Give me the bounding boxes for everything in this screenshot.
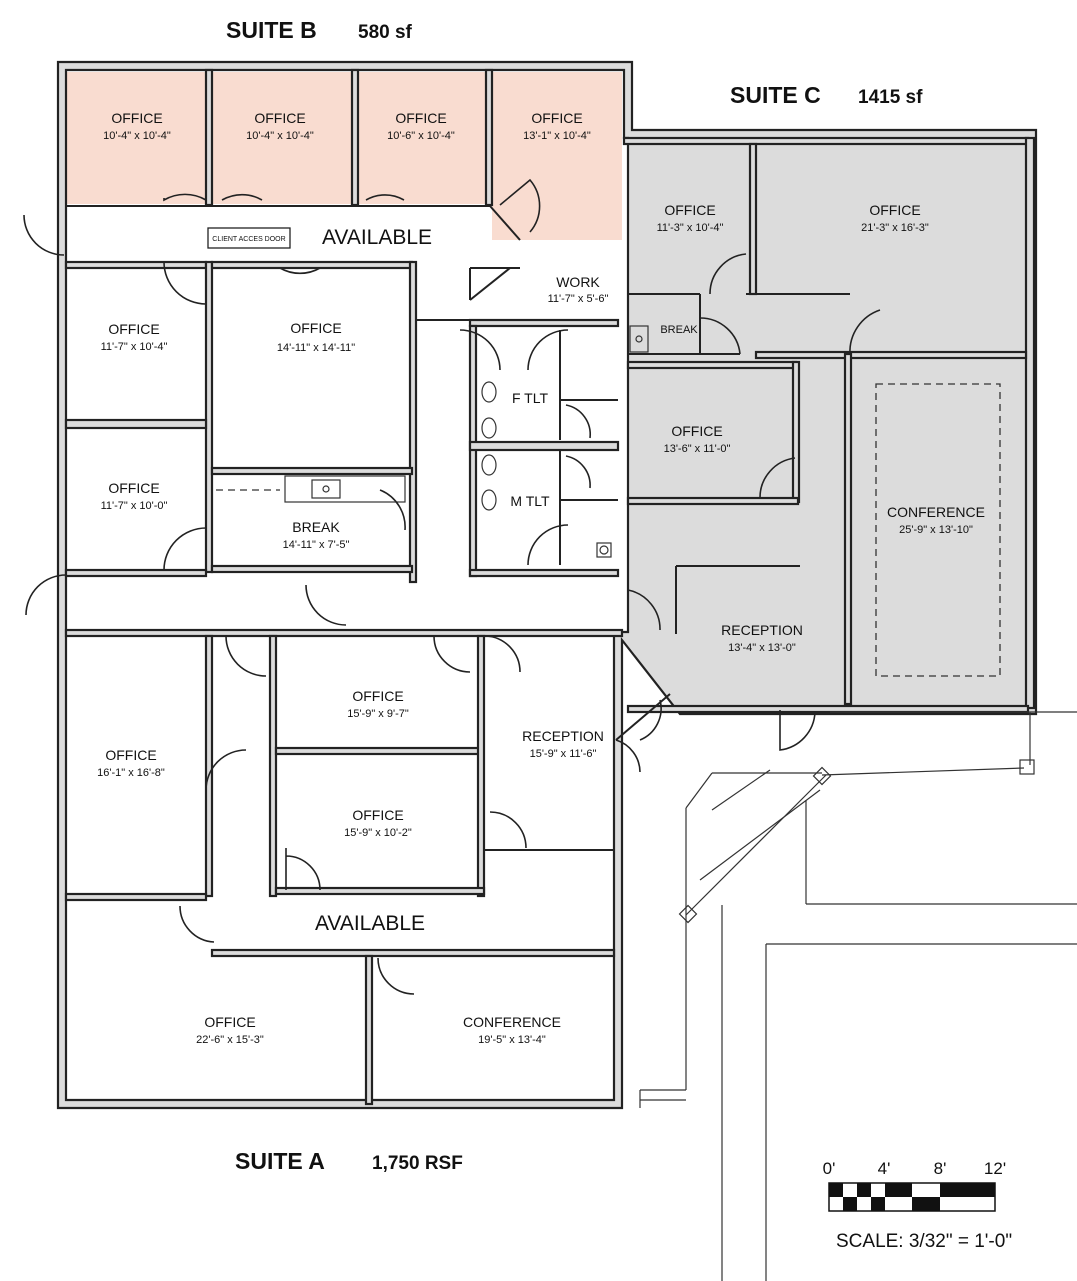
scale-tick-label: 0' bbox=[823, 1159, 836, 1178]
room-name: OFFICE bbox=[254, 110, 305, 126]
scale-bar: 0' 4' 8' 12' SCALE: 3/32" = 1'-0" bbox=[823, 1159, 1012, 1252]
suite-a-area: 1,750 RSF bbox=[372, 1153, 463, 1174]
room-dim: 16'-1" x 16'-8" bbox=[97, 767, 165, 779]
room-dim: 21'-3" x 16'-3" bbox=[861, 222, 929, 234]
suite-b-walls bbox=[66, 68, 541, 241]
suite-c-walls bbox=[626, 142, 1028, 751]
room-dim: 10'-4" x 10'-4" bbox=[246, 130, 314, 142]
room-name: OFFICE bbox=[204, 1014, 255, 1030]
room-dim: 25'-9" x 13'-10" bbox=[899, 524, 973, 536]
suite-c-title: SUITE C bbox=[730, 82, 821, 108]
room-dim: 14'-11" x 14'-11" bbox=[277, 342, 355, 354]
room-name: OFFICE bbox=[108, 480, 159, 496]
room-labels: OFFICE 10'-4" x 10'-4" OFFICE 10'-4" x 1… bbox=[97, 110, 985, 1046]
room-dim: 13'-6" x 11'-0" bbox=[664, 443, 731, 455]
break-c-label: BREAK bbox=[660, 324, 698, 336]
room-name: OFFICE bbox=[671, 423, 722, 439]
room-name: OFFICE bbox=[664, 202, 715, 218]
middle-walls bbox=[23, 214, 620, 626]
available-label-top: AVAILABLE bbox=[322, 226, 432, 249]
room-dim: 15'-9" x 10'-2" bbox=[344, 827, 412, 839]
room-name: OFFICE bbox=[869, 202, 920, 218]
room-name: OFFICE bbox=[290, 320, 341, 336]
room-name: OFFICE bbox=[352, 688, 403, 704]
work-dim: 11'-7" x 5'-6" bbox=[548, 293, 609, 305]
room-dim: 10'-4" x 10'-4" bbox=[103, 130, 171, 142]
suite-b-title: SUITE B bbox=[226, 17, 317, 43]
room-name: OFFICE bbox=[531, 110, 582, 126]
scale-label: SCALE: 3/32" = 1'-0" bbox=[836, 1231, 1012, 1252]
suite-b-fill bbox=[66, 72, 622, 240]
room-name: OFFICE bbox=[395, 110, 446, 126]
suite-b-area: 580 sf bbox=[358, 22, 413, 43]
room-name: OFFICE bbox=[108, 321, 159, 337]
room-dim: 15'-9" x 9'-7" bbox=[347, 708, 409, 720]
room-name: CONFERENCE bbox=[887, 504, 985, 520]
suite-a-title: SUITE A bbox=[235, 1148, 325, 1174]
room-dim: 22'-6" x 15'-3" bbox=[196, 1034, 264, 1046]
room-dim: 15'-9" x 11'-6" bbox=[530, 748, 597, 760]
client-access-door-tag: CLIENT ACCES DOOR bbox=[207, 227, 291, 249]
f-tlt-label: F TLT bbox=[512, 390, 548, 406]
room-name: BREAK bbox=[292, 519, 340, 535]
room-dim: 11'-7" x 10'-0" bbox=[101, 500, 168, 512]
scale-tick-label: 4' bbox=[878, 1159, 891, 1178]
room-dim: 11'-7" x 10'-4" bbox=[101, 341, 168, 353]
available-label-bottom: AVAILABLE bbox=[315, 912, 425, 935]
suite-a-walls bbox=[64, 628, 671, 1106]
room-dim: 14'-11" x 7'-5" bbox=[283, 539, 350, 551]
room-dim: 13'-1" x 10'-4" bbox=[523, 130, 591, 142]
room-dim: 13'-4" x 13'-0" bbox=[728, 642, 796, 654]
room-name: OFFICE bbox=[111, 110, 162, 126]
suite-c-area: 1415 sf bbox=[858, 87, 923, 108]
exterior-walls bbox=[56, 60, 1038, 1110]
room-dim: 10'-6" x 10'-4" bbox=[387, 130, 455, 142]
scale-tick-label: 12' bbox=[984, 1159, 1006, 1178]
client-access-door-label: CLIENT ACCES DOOR bbox=[212, 236, 285, 243]
room-dim: 19'-5" x 13'-4" bbox=[478, 1034, 546, 1046]
site-lines bbox=[639, 711, 1077, 1281]
scale-tick-label: 8' bbox=[934, 1159, 947, 1178]
room-dim: 11'-3" x 10'-4" bbox=[657, 222, 724, 234]
work-name: WORK bbox=[556, 274, 600, 290]
room-name: CONFERENCE bbox=[463, 1014, 561, 1030]
room-name: OFFICE bbox=[352, 807, 403, 823]
m-tlt-label: M TLT bbox=[510, 493, 550, 509]
room-name: RECEPTION bbox=[721, 622, 803, 638]
room-name: OFFICE bbox=[105, 747, 156, 763]
room-name: RECEPTION bbox=[522, 728, 604, 744]
